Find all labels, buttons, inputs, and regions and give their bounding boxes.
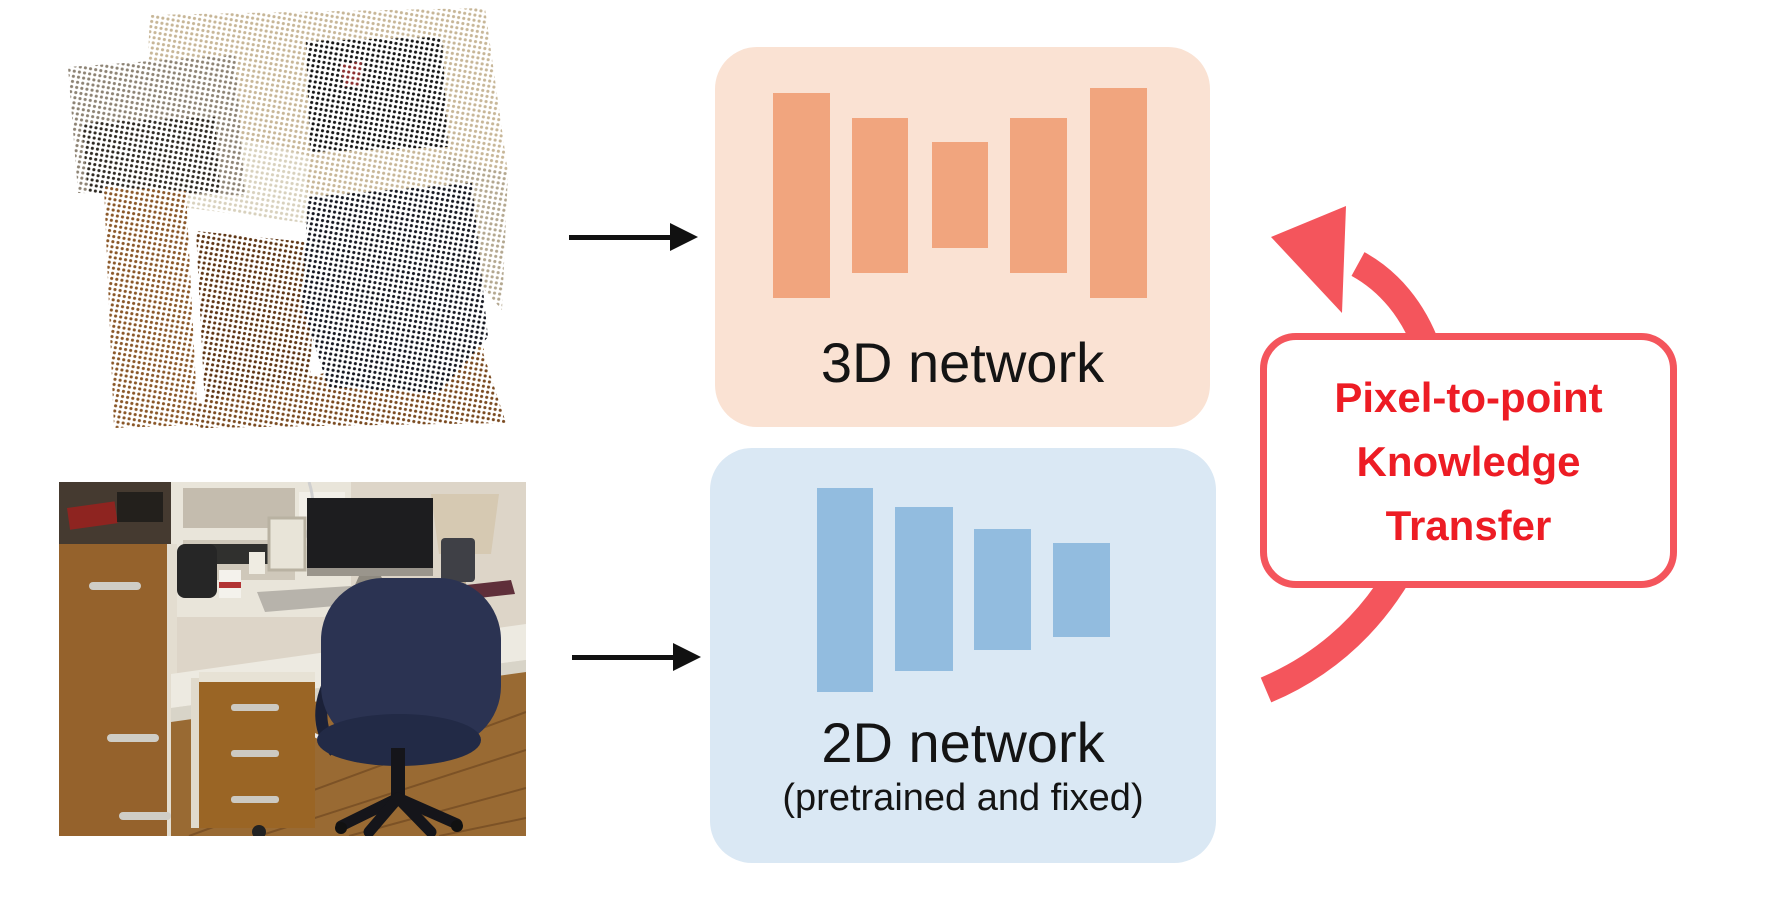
network3d-layer-bar	[1090, 88, 1147, 298]
network2d-layer-bar	[817, 488, 873, 692]
callout-line-1: Pixel-to-point	[1334, 374, 1603, 421]
point-cloud-image	[10, 5, 510, 428]
arrow-shaft	[569, 235, 672, 240]
input-arrow-top-icon	[569, 223, 701, 251]
arrow-shaft	[572, 655, 675, 660]
network2d-layer-bar	[1053, 543, 1110, 637]
network3d-layer-bar	[773, 93, 830, 298]
office-photo-graphic	[59, 482, 526, 836]
network2d-layer-bar	[895, 507, 953, 671]
network-2d-sublabel: (pretrained and fixed)	[782, 777, 1144, 819]
network2d-layer-bar	[974, 529, 1031, 650]
network-3d-box: 3D network	[715, 47, 1210, 427]
network-3d-label: 3D network	[820, 331, 1105, 394]
network3d-layer-bar	[1010, 118, 1067, 273]
point-cloud-graphic	[68, 8, 508, 428]
input-arrow-bottom-icon	[572, 643, 704, 671]
arrow-head-icon	[673, 643, 701, 671]
network-2d-box: 2D network (pretrained and fixed)	[710, 448, 1216, 863]
knowledge-transfer-callout: Pixel-to-point Knowledge Transfer	[1260, 333, 1677, 588]
network3d-layer-bar	[852, 118, 908, 273]
network-2d-label: 2D network	[821, 711, 1105, 774]
arrow-head-icon	[670, 223, 698, 251]
rgb-photo-image	[59, 482, 526, 836]
callout-line-3: Transfer	[1385, 502, 1552, 549]
network3d-layer-bar	[932, 142, 988, 248]
callout-line-2: Knowledge	[1356, 438, 1581, 485]
